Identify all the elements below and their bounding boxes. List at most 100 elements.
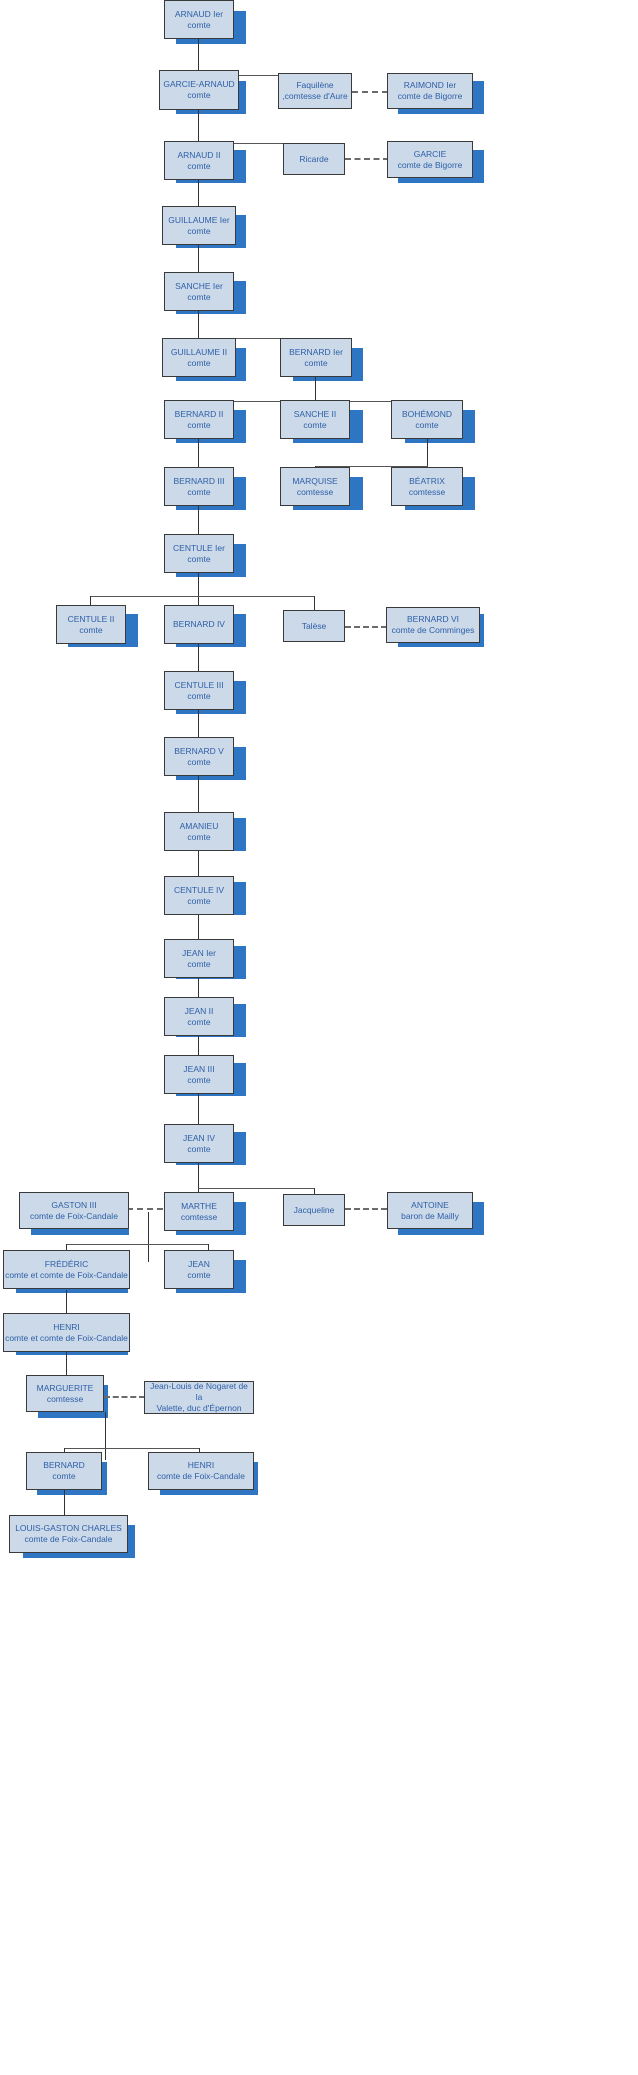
node-name: SANCHE II <box>293 408 337 419</box>
node-title: comtesse <box>408 486 446 497</box>
connector-vertical <box>314 596 315 611</box>
node-centule-1[interactable]: CENTULE Ier comte <box>164 534 234 573</box>
node-amanieu[interactable]: AMANIEU comte <box>164 812 234 851</box>
node-bernard-1[interactable]: BERNARD Ier comte <box>280 338 352 377</box>
node-name: JEAN <box>188 1258 210 1269</box>
node-name: JEAN Ier <box>181 947 216 958</box>
node-name: FRÉDÉRIC <box>44 1258 89 1269</box>
node-jean-4[interactable]: JEAN IV comte <box>164 1124 234 1163</box>
connector-vertical <box>198 506 199 544</box>
node-bernard-6[interactable]: BERNARD VI comte de Comminges <box>386 607 480 643</box>
node-name: CENTULE Ier <box>173 542 225 553</box>
connector-vertical <box>198 1035 199 1066</box>
connector-vertical <box>198 110 199 157</box>
node-bernard-3[interactable]: BERNARD III comte <box>164 467 234 506</box>
node-marguerite[interactable]: MARGUERITE comtesse <box>26 1375 104 1412</box>
node-talese[interactable]: Talèse <box>283 610 345 642</box>
node-name: GUILLAUME Ier <box>168 214 230 225</box>
connector-horizontal <box>64 1448 200 1449</box>
node-name: GUILLAUME II <box>170 346 228 357</box>
node-marthe[interactable]: MARTHE comtesse <box>164 1192 234 1231</box>
node-bohemond[interactable]: BOHÉMOND comte <box>391 400 463 439</box>
connector-vertical <box>64 1490 65 1520</box>
node-jean[interactable]: JEAN comte <box>164 1250 234 1289</box>
node-title: comte de Foix-Candale <box>24 1534 113 1544</box>
node-bernard-comte[interactable]: BERNARD comte <box>26 1452 102 1490</box>
node-name: MARGUERITE <box>36 1382 94 1393</box>
node-centule-3[interactable]: CENTULE III comte <box>164 671 234 710</box>
node-name: BERNARD III <box>173 475 225 486</box>
node-bernard-5[interactable]: BERNARD V comte <box>164 737 234 776</box>
node-title: comte <box>187 419 211 430</box>
node-louis-gaston-charles[interactable]: LOUIS-GASTON CHARLES comte de Foix-Canda… <box>9 1515 128 1553</box>
node-title: comte <box>187 19 211 30</box>
node-centule-2[interactable]: CENTULE II comte <box>56 605 126 644</box>
node-name: JEAN II <box>184 1005 214 1016</box>
node-sanche-2[interactable]: SANCHE II comte <box>280 400 350 439</box>
node-antoine[interactable]: ANTOINE baron de Mailly <box>387 1192 473 1229</box>
node-name: BERNARD VI <box>407 614 459 624</box>
node-name: GASTON III <box>51 1199 97 1210</box>
node-title: comte <box>187 958 211 969</box>
node-title: comte <box>52 1471 76 1481</box>
node-guillaume-1[interactable]: GUILLAUME Ier comte <box>162 206 236 245</box>
node-henri-comte[interactable]: HENRI comte et comte de Foix-Candale <box>3 1313 130 1352</box>
node-guillaume-2[interactable]: GUILLAUME II comte <box>162 338 236 377</box>
node-name: Faquilène <box>296 80 334 90</box>
node-frederic[interactable]: FRÉDÉRIC comte et comte de Foix-Candale <box>3 1250 130 1289</box>
node-title: comte de Foix-Candale <box>157 1471 245 1481</box>
node-gaston-3[interactable]: GASTON III comte de Foix-Candale <box>19 1192 129 1229</box>
connector-vertical <box>148 1212 149 1262</box>
node-sanche-1[interactable]: SANCHE Ier comte <box>164 272 234 311</box>
node-title: comte <box>187 90 211 100</box>
node-arnaud-1[interactable]: ARNAUD Ier comte <box>164 0 234 39</box>
node-ricarde[interactable]: Ricarde <box>283 143 345 175</box>
node-name: BERNARD Ier <box>289 346 343 357</box>
node-henri-foix-candale[interactable]: HENRI comte de Foix-Candale <box>148 1452 254 1490</box>
connector-vertical <box>198 39 199 86</box>
node-title: comte <box>187 291 211 302</box>
node-name: BÉATRIX <box>409 475 445 486</box>
node-raimond-1[interactable]: RAIMOND Ier comte de Bigorre <box>387 73 473 109</box>
node-name: AMANIEU <box>179 820 219 831</box>
node-nogaret[interactable]: Jean-Louis de Nogaret de la Valette, duc… <box>144 1381 254 1414</box>
node-marquise[interactable]: MARQUISE comtesse <box>280 467 350 506</box>
node-name: GARCIE <box>413 148 447 159</box>
node-title: comte de Comminges <box>391 625 475 635</box>
node-name: BOHÉMOND <box>401 408 453 419</box>
node-name: ANTOINE <box>411 1199 449 1210</box>
node-name: ARNAUD II <box>177 149 221 160</box>
connector-vertical <box>198 245 199 288</box>
node-garcie-arnaud[interactable]: GARCIE-ARNAUD comte <box>159 70 239 110</box>
node-arnaud-2[interactable]: ARNAUD II comte <box>164 141 234 180</box>
node-beatrix[interactable]: BÉATRIX comtesse <box>391 467 463 506</box>
node-name: MARQUISE <box>292 475 338 486</box>
node-garcie[interactable]: GARCIE comte de Bigorre <box>387 141 473 178</box>
node-bernard-4[interactable]: BERNARD IV <box>164 605 234 644</box>
node-title: comte <box>187 1143 211 1154</box>
node-title: comte <box>187 1074 211 1085</box>
marriage-link <box>345 1208 387 1210</box>
node-name: BERNARD IV <box>173 619 225 629</box>
node-faquilene[interactable]: Faquilène ,comtesse d'Aure <box>278 73 352 109</box>
node-name: CENTULE III <box>174 679 224 690</box>
connector-vertical <box>198 644 199 682</box>
node-jean-1[interactable]: JEAN Ier comte <box>164 939 234 978</box>
node-jean-2[interactable]: JEAN II comte <box>164 997 234 1036</box>
node-centule-4[interactable]: CENTULE IV comte <box>164 876 234 915</box>
connector-vertical <box>198 709 199 747</box>
node-title: comte et comte de Foix-Candale <box>5 1269 128 1280</box>
node-jacqueline[interactable]: Jacqueline <box>283 1194 345 1226</box>
connector-vertical <box>66 1352 67 1385</box>
node-title: comte <box>187 831 211 842</box>
connector-horizontal <box>66 1244 209 1245</box>
node-title: baron de Mailly <box>401 1210 459 1221</box>
connector-horizontal <box>198 143 315 144</box>
node-name: Ricarde <box>299 153 329 164</box>
node-jean-3[interactable]: JEAN III comte <box>164 1055 234 1094</box>
connector-vertical <box>198 439 199 480</box>
node-bernard-2[interactable]: BERNARD II comte <box>164 400 234 439</box>
node-name: Jean-Louis de Nogaret de la <box>150 1381 248 1402</box>
node-title: Valette, duc d'Épernon <box>156 1403 242 1413</box>
